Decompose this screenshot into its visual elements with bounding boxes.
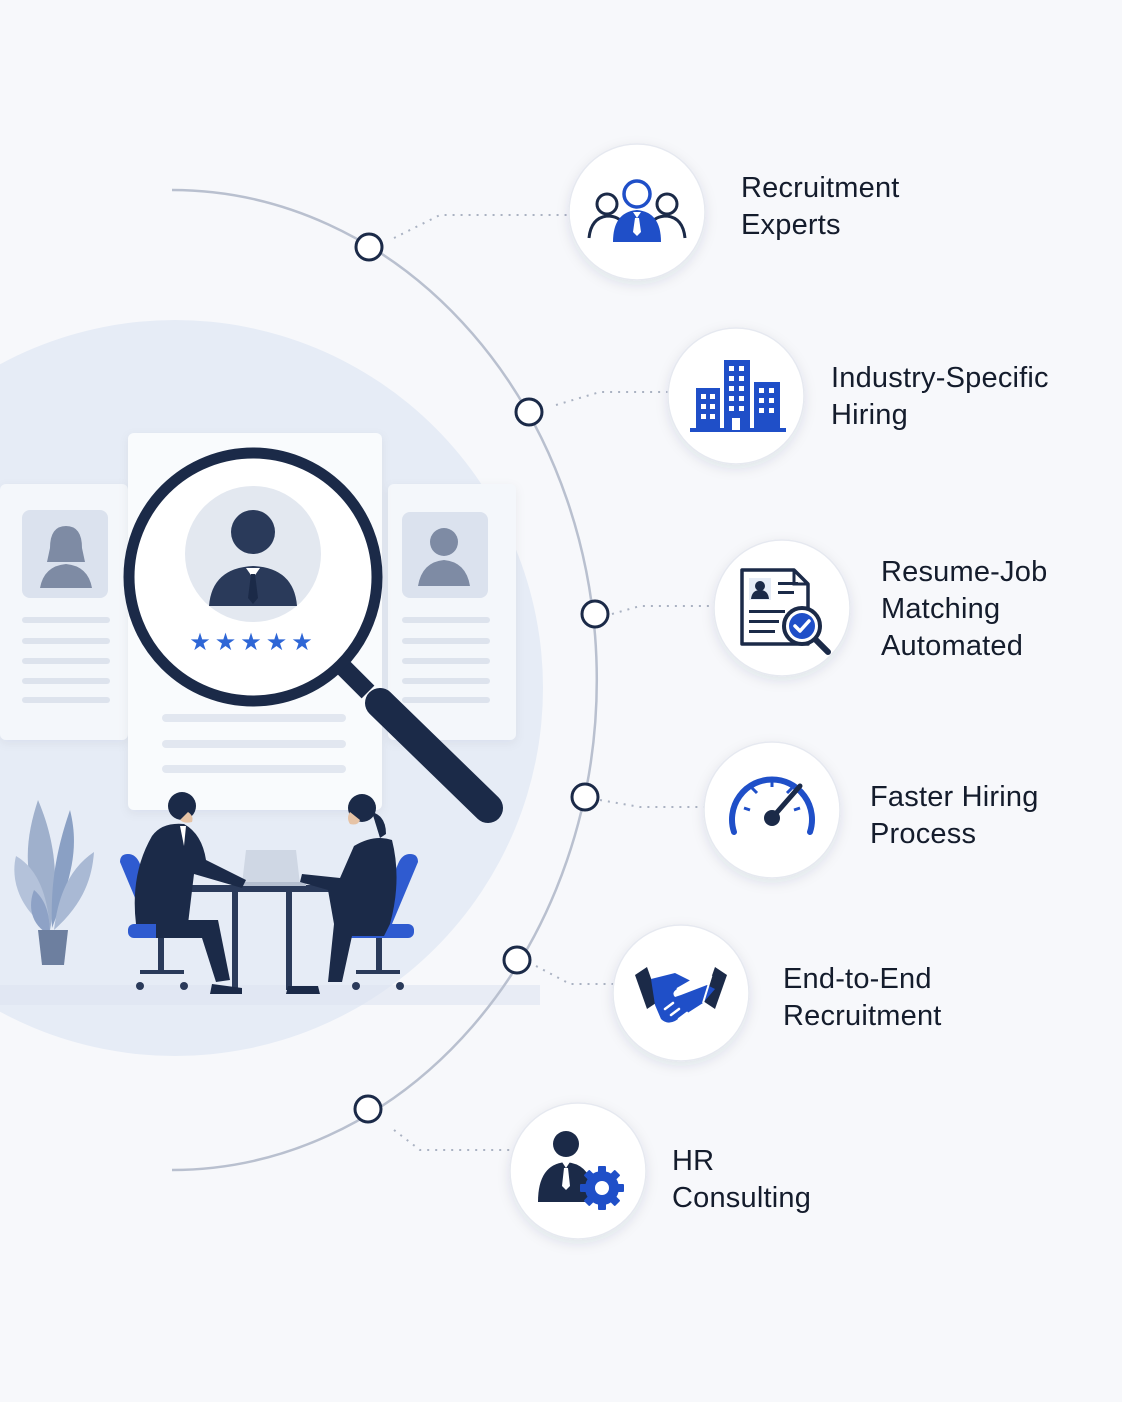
candidate-figure (286, 794, 397, 994)
candidate-card-left (0, 484, 128, 740)
laptop-icon (236, 850, 306, 886)
label-recruitment-experts: Recruitment Experts (741, 170, 900, 244)
label-line: Resume-Job (881, 556, 1048, 588)
team-icon (587, 179, 687, 242)
badge-end-to-end (612, 924, 750, 1062)
label-line: End-to-End (783, 963, 932, 995)
label-line: Recruitment (783, 1000, 942, 1032)
plant-icon (14, 800, 94, 965)
timeline-node (354, 232, 384, 262)
label-line: Matching (881, 593, 1001, 625)
label-line: Experts (741, 209, 841, 241)
label-line: Hiring (831, 399, 908, 431)
timeline-node (580, 599, 610, 629)
icon-badges (509, 143, 851, 1240)
label-line: Automated (881, 630, 1024, 662)
male-avatar-icon (418, 528, 470, 586)
label-line: Industry-Specific (831, 362, 1049, 394)
label-line: Recruitment (741, 172, 900, 204)
timeline-node (514, 397, 544, 427)
connector-lines (393, 214, 712, 1151)
label-industry-specific: Industry-Specific Hiring (831, 360, 1049, 434)
resume-check-icon (740, 568, 831, 655)
interviewer-figure (134, 792, 246, 994)
desk (178, 885, 348, 990)
candidate-avatar-icon (209, 510, 297, 606)
label-end-to-end: End-to-End Recruitment (783, 961, 942, 1035)
speedometer-icon (729, 776, 815, 835)
timeline-nodes (353, 232, 610, 1124)
label-line: Process (870, 818, 977, 850)
timeline-node (353, 1094, 383, 1124)
floor (0, 985, 540, 1005)
rating-stars: ★★★★★ (189, 628, 317, 656)
svg-text:★★★★★: ★★★★★ (189, 628, 317, 656)
buildings-icon (690, 360, 786, 432)
label-hr-consulting: HR Consulting (672, 1143, 811, 1217)
magnifying-glass-icon: ★★★★★ (123, 447, 503, 823)
label-faster-hiring: Faster Hiring Process (870, 779, 1039, 853)
candidate-card-right (388, 484, 516, 740)
handshake-icon (635, 967, 727, 1023)
label-line: Consulting (672, 1182, 812, 1214)
label-line: Faster Hiring (870, 781, 1039, 813)
timeline-node (570, 782, 600, 812)
hiring-illustration: ★★★★★ (0, 320, 543, 1056)
female-avatar-icon (40, 526, 92, 588)
label-resume-matching: Resume-Job Matching Automated (881, 554, 1047, 665)
timeline-node (502, 945, 532, 975)
label-line: HR (672, 1145, 715, 1177)
consultant-gear-icon (538, 1131, 624, 1210)
